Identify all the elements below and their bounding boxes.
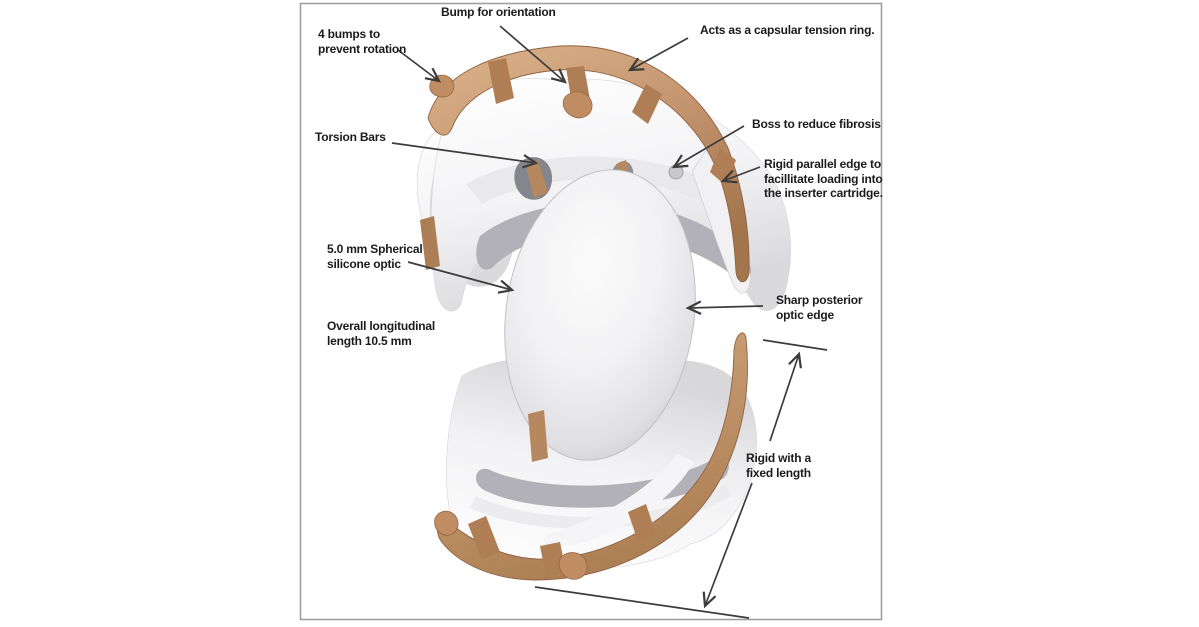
boss-detail (668, 164, 684, 180)
label-bump-for-orientation: Bump for orientation (441, 5, 556, 19)
arrow-bump-orientation (499, 25, 567, 84)
label-spherical-optic: 5.0 mm Spherical silicone optic (327, 242, 423, 271)
arrow-boss (671, 125, 745, 169)
annotation-arrows (391, 25, 764, 315)
arrow-sharp-posterior (685, 300, 764, 315)
arrow-four-bumps (397, 49, 442, 83)
label-boss: Boss to reduce fibrosis (752, 117, 881, 131)
dimension-tick-bottom (534, 586, 750, 619)
arrow-capsular-ring (627, 37, 689, 72)
label-torsion-bars: Torsion Bars (315, 130, 386, 144)
arrow-spherical-optic (407, 261, 515, 294)
dimension-lines (534, 339, 828, 619)
anti-rotation-bump-detail (429, 74, 455, 98)
label-four-bumps: 4 bumps to prevent rotation (318, 27, 407, 56)
dimension-arrow-up (769, 351, 802, 442)
label-overall-length: Overall longitudinal length 10.5 mm (327, 319, 436, 348)
label-rigid-fixed-length: Rigid with a fixed length (746, 451, 811, 480)
orientation-bump-detail (562, 91, 593, 119)
arrow-rigid-parallel-edge (720, 166, 761, 184)
dimension-arrow-down (702, 482, 753, 609)
optic-lens (504, 169, 696, 461)
label-capsular-tension-ring: Acts as a capsular tension ring. (700, 23, 875, 37)
arrow-torsion-bars (391, 142, 539, 169)
capsular-ring-bottom (434, 332, 748, 581)
label-sharp-posterior: Sharp posterior optic edge (776, 293, 863, 322)
dimension-tick-top (762, 339, 828, 351)
label-rigid-parallel-edge: Rigid parallel edge to facillitate loadi… (764, 157, 883, 200)
